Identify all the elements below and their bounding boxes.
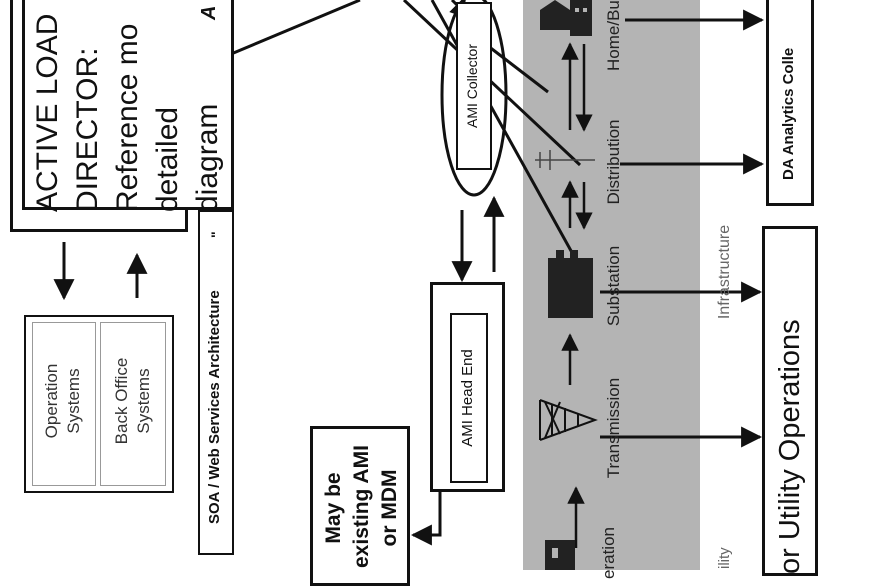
stage-distribution-label: Distribution xyxy=(604,119,623,205)
stage-transmission-label: Transmission xyxy=(604,377,623,479)
back-office-inner xyxy=(100,322,166,486)
operation-systems-label-1: Operation xyxy=(42,363,61,439)
soa-bar-label: SOA / Web Services Architecture xyxy=(206,290,223,524)
home-building-icon xyxy=(540,0,592,36)
utility-label: ility xyxy=(716,547,733,569)
director-corner-mark: A xyxy=(198,5,220,20)
ami-head-end-label: AMI Head End xyxy=(459,349,476,447)
utility-operations-label: or Utility Operations xyxy=(774,319,806,574)
active-load-director-inner-box xyxy=(22,0,234,210)
existing-note-line-2: existing AMI xyxy=(350,445,373,568)
generation-icon xyxy=(545,540,575,570)
operation-systems-box xyxy=(24,315,174,493)
distribution-pole-icon xyxy=(535,150,595,170)
stage-generation-label: eration xyxy=(599,527,618,579)
da-analytics-label: DA Analytics Colle xyxy=(780,47,797,180)
infrastructure-label: Infrastructure xyxy=(716,224,733,320)
director-line-2: DIRECTOR: xyxy=(71,47,104,212)
transmission-tower-icon xyxy=(539,399,598,441)
substation-icon xyxy=(548,250,593,318)
director-line-1: ACTIVE LOAD xyxy=(31,13,64,212)
existing-note-line-1: May be xyxy=(322,472,345,544)
existing-ami-mdm-note xyxy=(310,426,410,586)
ami-collector-ellipse xyxy=(440,0,508,197)
utility-operations-box xyxy=(762,226,818,576)
ami-head-end-inner xyxy=(450,313,488,483)
existing-note-line-3: or MDM xyxy=(378,469,401,547)
da-analytics-box xyxy=(766,0,814,206)
back-office-label-1: Back Office xyxy=(112,357,131,445)
operation-systems-label-2: Systems xyxy=(64,368,83,434)
stage-substation-label: Substation xyxy=(604,245,623,327)
line-collector-to-distribution xyxy=(402,0,582,167)
ami-collector-label: AMI Collector xyxy=(464,43,480,129)
director-line-3: Reference mo xyxy=(111,23,144,212)
soa-bar-trailing: " xyxy=(208,231,224,238)
stage-home-label: Home/Bu xyxy=(604,0,623,71)
back-office-label-2: Systems xyxy=(134,368,153,434)
director-line-4: detailed xyxy=(151,106,184,212)
arrow-headend-to-existing xyxy=(410,492,442,546)
soa-bar xyxy=(198,210,234,555)
director-line-5: diagram xyxy=(191,103,224,212)
ami-collector-box xyxy=(456,2,492,170)
operation-systems-inner xyxy=(32,322,96,486)
